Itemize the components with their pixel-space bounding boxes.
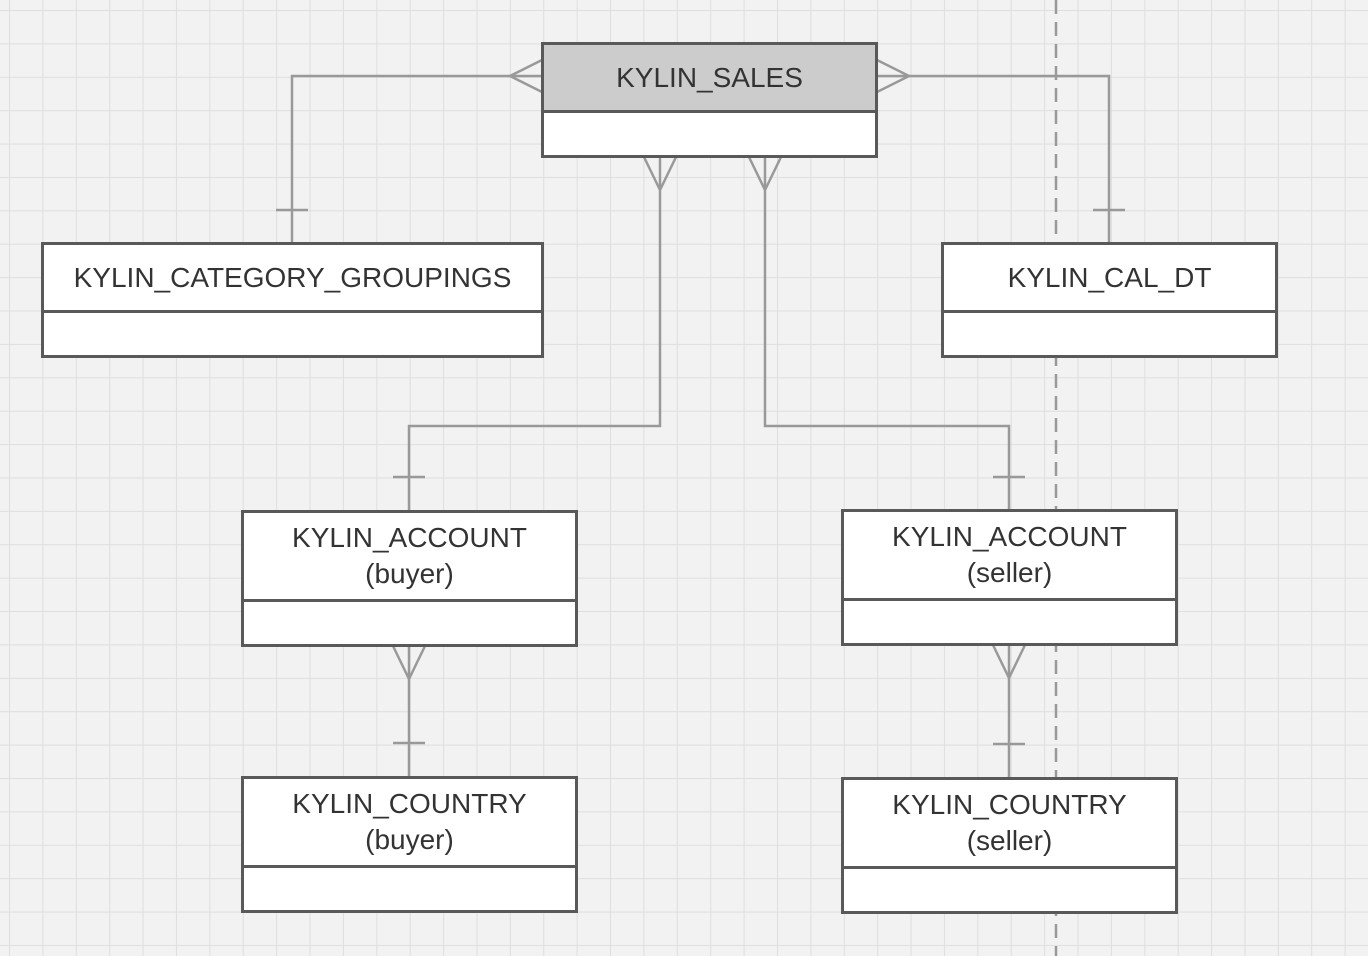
entity-header: KYLIN_SALES (544, 45, 875, 113)
entity-kylin-account-seller[interactable]: KYLIN_ACCOUNT (seller) (841, 509, 1178, 646)
entity-attributes (244, 868, 575, 910)
crows-foot-many-marker (747, 156, 783, 191)
entity-name: KYLIN_COUNTRY (892, 789, 1127, 820)
entity-kylin-country-seller[interactable]: KYLIN_COUNTRY (seller) (841, 777, 1178, 914)
entity-kylin-category-groupings[interactable]: KYLIN_CATEGORY_GROUPINGS (41, 242, 544, 358)
entity-attributes (944, 313, 1275, 355)
entity-name: KYLIN_CATEGORY_GROUPINGS (73, 261, 512, 293)
entity-header: KYLIN_ACCOUNT (seller) (844, 512, 1175, 601)
crows-foot-many-marker (642, 156, 678, 191)
entity-header: KYLIN_ACCOUNT (buyer) (244, 513, 575, 602)
entity-header: KYLIN_CATEGORY_GROUPINGS (44, 245, 541, 313)
entity-kylin-country-buyer[interactable]: KYLIN_COUNTRY (buyer) (241, 776, 578, 913)
entity-name: KYLIN_ACCOUNT (292, 522, 527, 553)
entity-name: KYLIN_SALES (616, 61, 803, 93)
entity-name: KYLIN_COUNTRY (292, 788, 527, 819)
relationship-sales-category-groupings[interactable] (276, 58, 543, 242)
entity-attributes (844, 869, 1175, 911)
relationship-account-seller-country-seller[interactable] (991, 644, 1027, 777)
entity-name: KYLIN_CAL_DT (1007, 261, 1212, 293)
entity-kylin-sales[interactable]: KYLIN_SALES (541, 42, 878, 158)
crows-foot-many-marker (391, 645, 427, 680)
crows-foot-many-marker (991, 644, 1027, 679)
connector-line (877, 74, 1111, 242)
relationship-sales-account-seller[interactable] (747, 156, 1025, 509)
entity-kylin-cal-dt[interactable]: KYLIN_CAL_DT (941, 242, 1278, 358)
entity-qualifier: (seller) (966, 825, 1053, 856)
entity-header: KYLIN_CAL_DT (944, 245, 1275, 313)
relationship-account-buyer-country-buyer[interactable] (391, 645, 427, 776)
connector-line (290, 74, 542, 242)
connector-line (407, 157, 662, 510)
entity-qualifier: (buyer) (365, 824, 454, 855)
entity-header: KYLIN_COUNTRY (buyer) (244, 779, 575, 868)
relationship-sales-account-buyer[interactable] (393, 156, 678, 510)
relationship-sales-cal-dt[interactable] (876, 58, 1125, 242)
entity-qualifier: (buyer) (365, 558, 454, 589)
entity-attributes (244, 602, 575, 644)
crows-foot-many-marker (509, 58, 543, 94)
crows-foot-many-marker (876, 58, 910, 94)
entity-attributes (44, 313, 541, 355)
entity-qualifier: (seller) (966, 557, 1053, 588)
entity-attributes (544, 113, 875, 155)
connector-line (763, 157, 1011, 509)
entity-name: KYLIN_ACCOUNT (892, 521, 1127, 552)
entity-header: KYLIN_COUNTRY (seller) (844, 780, 1175, 869)
entity-attributes (844, 601, 1175, 643)
entity-kylin-account-buyer[interactable]: KYLIN_ACCOUNT (buyer) (241, 510, 578, 647)
